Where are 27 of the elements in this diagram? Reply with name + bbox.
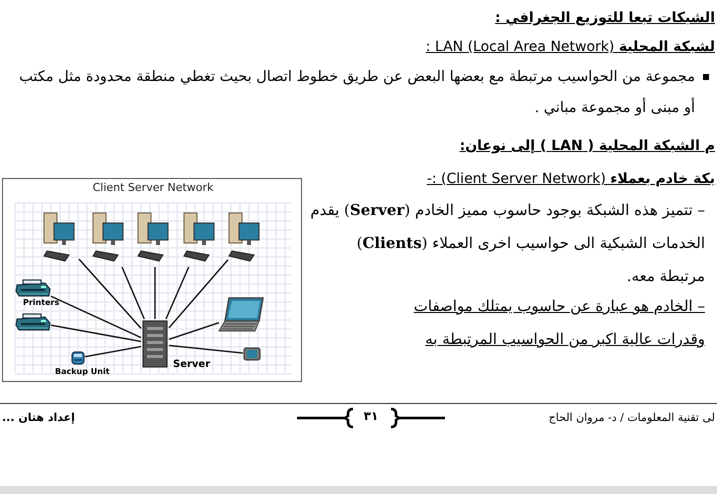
backup-drive-icon <box>71 351 85 365</box>
network-cable <box>121 266 145 320</box>
network-cable <box>50 296 142 338</box>
device-caption: Printers <box>23 298 60 307</box>
footer-text: إعداد هتان ... <box>2 411 75 424</box>
network-cable <box>154 267 156 319</box>
paragraph: مجموعة من الحواسيب مرتبطة مع بعضها البعض عن طريق خطوط اتصال بحيث تغطي منطقة محدودة مثل مكتب أو مبنى أو مجموعة مباني . <box>18 68 695 118</box>
figure-frame <box>2 178 302 382</box>
footer-text: لى تقنية المعلومات / د- مروان الحاج <box>548 411 715 424</box>
network-cable <box>50 324 142 342</box>
printer-icon <box>15 313 51 331</box>
printer-icon <box>15 279 51 297</box>
page-number: ٣١ <box>362 409 380 423</box>
network-cable <box>168 322 220 340</box>
network-cable <box>78 258 142 329</box>
figure-title: Client Server Network <box>92 181 214 194</box>
device-caption: Server <box>173 359 210 370</box>
section-heading: الشبكات تبعا للتوزيع الجغرافي : <box>495 10 715 26</box>
smartphone-icon <box>243 347 261 361</box>
network-cable <box>84 346 142 358</box>
network-cable <box>168 259 229 328</box>
laptop-icon <box>219 297 265 333</box>
paragraph: – الخادم هو عبارة عن حاسوب يمتلك مواصفات وقدرات عالية اكبر من الحواسيب المرتبطة به <box>412 296 705 350</box>
server-icon <box>141 319 169 369</box>
network-cable <box>168 344 244 354</box>
device-caption: Backup Unit <box>55 367 110 376</box>
network-cable <box>165 266 190 320</box>
